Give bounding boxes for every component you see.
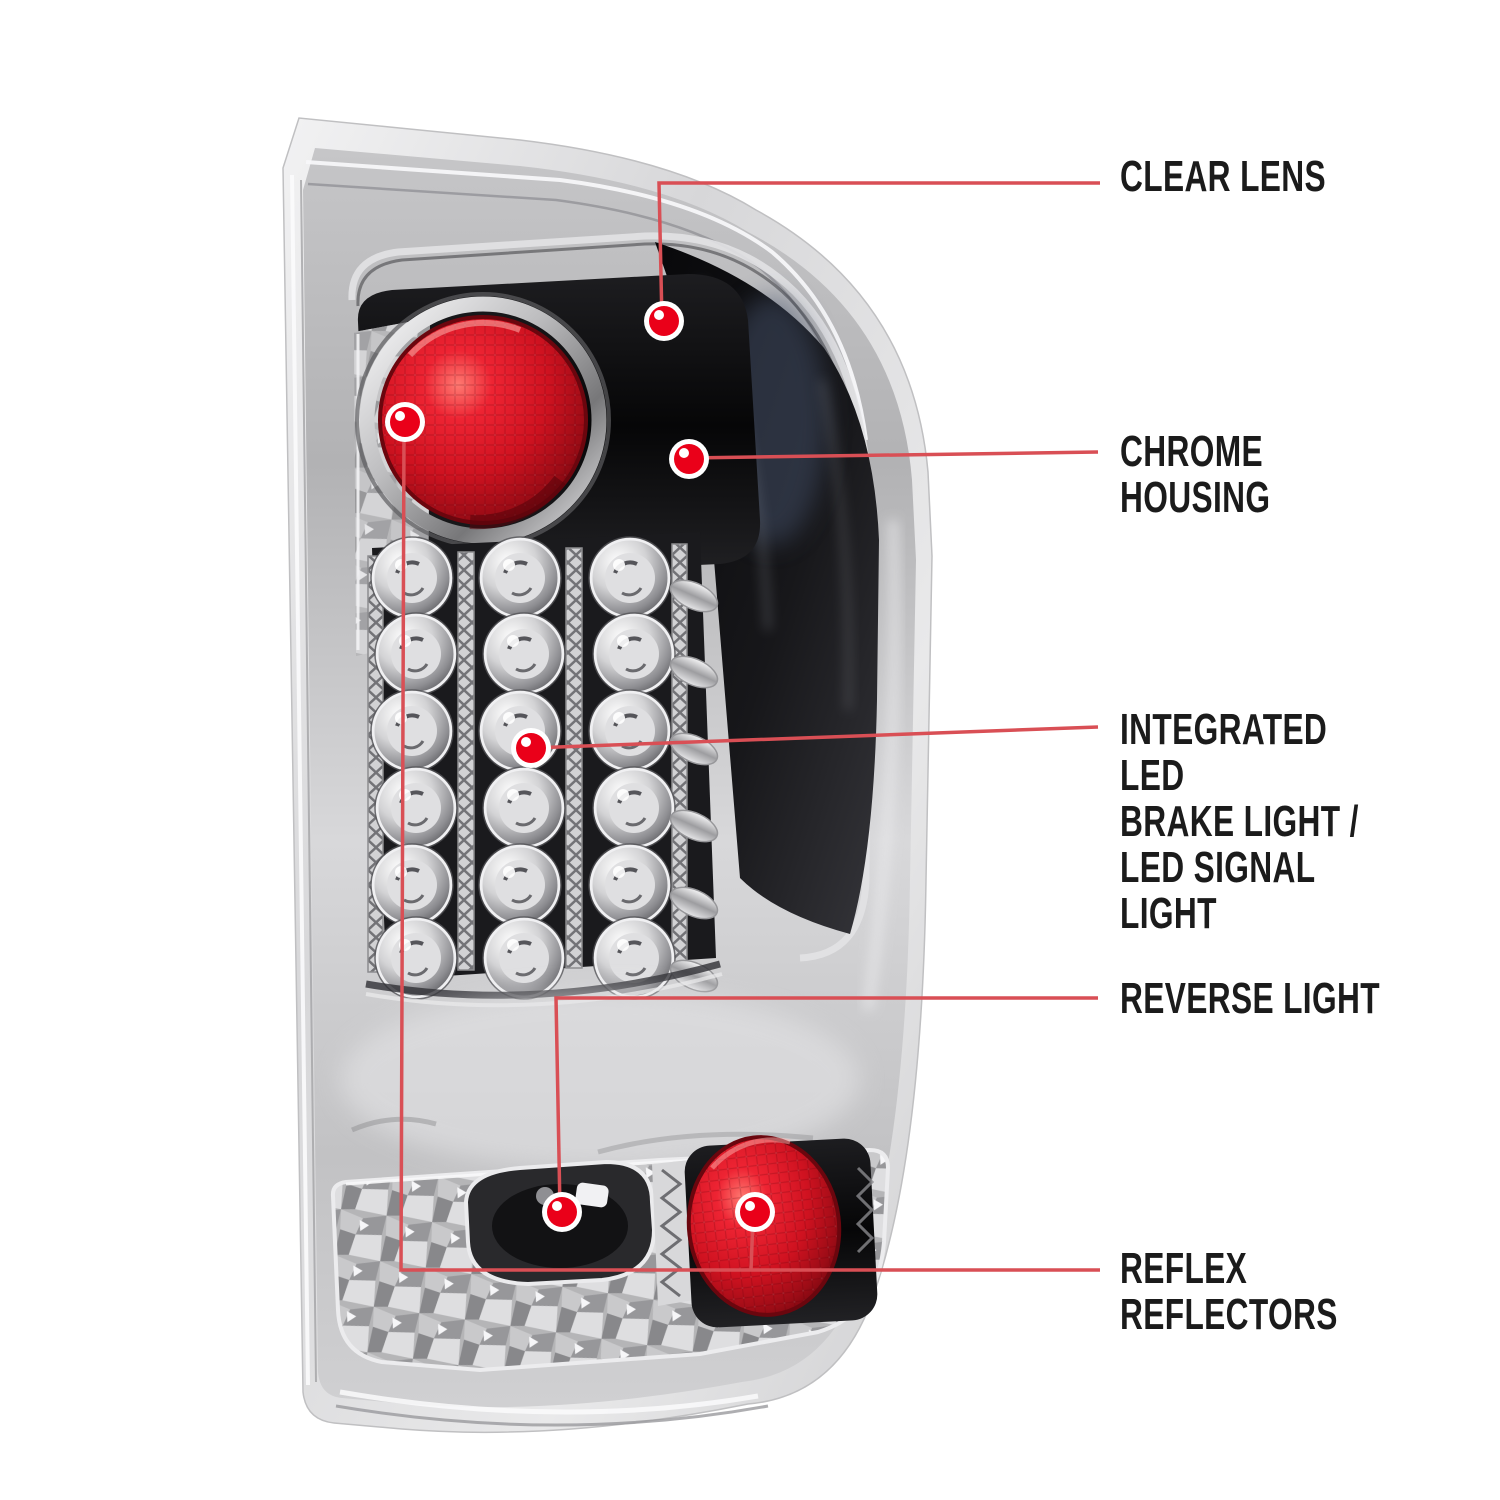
callout-dot-clear-lens — [644, 301, 684, 341]
callout-line-chrome-housing — [688, 450, 1099, 460]
callout-dots — [385, 301, 775, 1232]
led-grid — [370, 536, 719, 1000]
embossed-mark-2 — [597, 1131, 814, 1155]
lens-left-highlight — [290, 174, 310, 1386]
led-cup — [374, 612, 458, 696]
led-cup — [592, 612, 676, 696]
led-bulb-ear — [669, 886, 719, 920]
led-cup — [370, 536, 454, 620]
callout-dot-reverse-light — [542, 1192, 582, 1232]
bottom-edge-highlight — [339, 1389, 759, 1415]
led-cup — [592, 766, 676, 850]
callout-line-clear-lens — [657, 181, 1100, 323]
led-truss-strip-3 — [565, 547, 583, 969]
led-bulb-ear — [669, 579, 719, 613]
callout-dot-chrome-housing — [669, 439, 709, 479]
callout-dot-reflex-reflector-bottom — [735, 1192, 775, 1232]
reflex-reflector-bottom-rim — [686, 1135, 842, 1317]
reflex-top-highlight — [407, 320, 522, 358]
led-cup — [478, 536, 562, 620]
inner-bezel — [348, 232, 873, 962]
reflex-reflector-top-texture — [379, 316, 587, 524]
led-cup — [588, 843, 672, 927]
callout-label-clear-lens: CLEAR LENS — [1120, 152, 1327, 201]
callout-line-integrated-led — [530, 725, 1099, 750]
reflector-chrome-ring — [359, 296, 607, 544]
callout-line-reverse-light — [554, 996, 1098, 1211]
callout-dot-integrated-led — [511, 728, 551, 768]
mid-band-sheen — [340, 990, 860, 1170]
led-cup — [482, 766, 566, 850]
gloss-streak-2 — [820, 379, 851, 711]
led-cup — [482, 916, 566, 1000]
lens-right-highlight — [863, 519, 900, 1011]
led-cup — [588, 689, 672, 773]
right-chevron-texture — [855, 1166, 875, 1254]
led-cup — [370, 689, 454, 773]
led-truss-strip-2 — [457, 551, 475, 971]
embossed-mark-1 — [351, 1116, 437, 1133]
led-bulb-ear — [669, 809, 719, 843]
led-cup — [374, 766, 458, 850]
callout-label-chrome-housing: CHROME HOUSING — [1120, 427, 1271, 522]
callout-label-reflex-reflectors: REFLEX REFLECTORS — [1120, 1244, 1338, 1339]
lens-left-shade — [300, 179, 317, 1383]
reflex-top-shadow — [469, 475, 566, 530]
led-cup — [588, 536, 672, 620]
led-cup — [370, 843, 454, 927]
chevron-texture — [659, 1168, 683, 1298]
reflex-bottom-highlight — [710, 1137, 791, 1170]
callout-line-reflex-reflectors — [399, 429, 1100, 1272]
callout-label-integrated-led: INTEGRATED LED BRAKE LIGHT / LED SIGNAL … — [1120, 705, 1359, 938]
callout-lines — [399, 181, 1100, 1272]
led-cup — [482, 612, 566, 696]
bottom-edge-shade — [335, 1404, 769, 1427]
callout-label-reverse-light: REVERSE LIGHT — [1120, 974, 1380, 1023]
reverse-bulb — [575, 1182, 609, 1208]
led-cup — [478, 843, 562, 927]
led-bulb-ear — [669, 655, 719, 689]
callout-dot-reflex-reflector-top — [385, 402, 425, 442]
lens-ridge-1 — [305, 160, 868, 441]
